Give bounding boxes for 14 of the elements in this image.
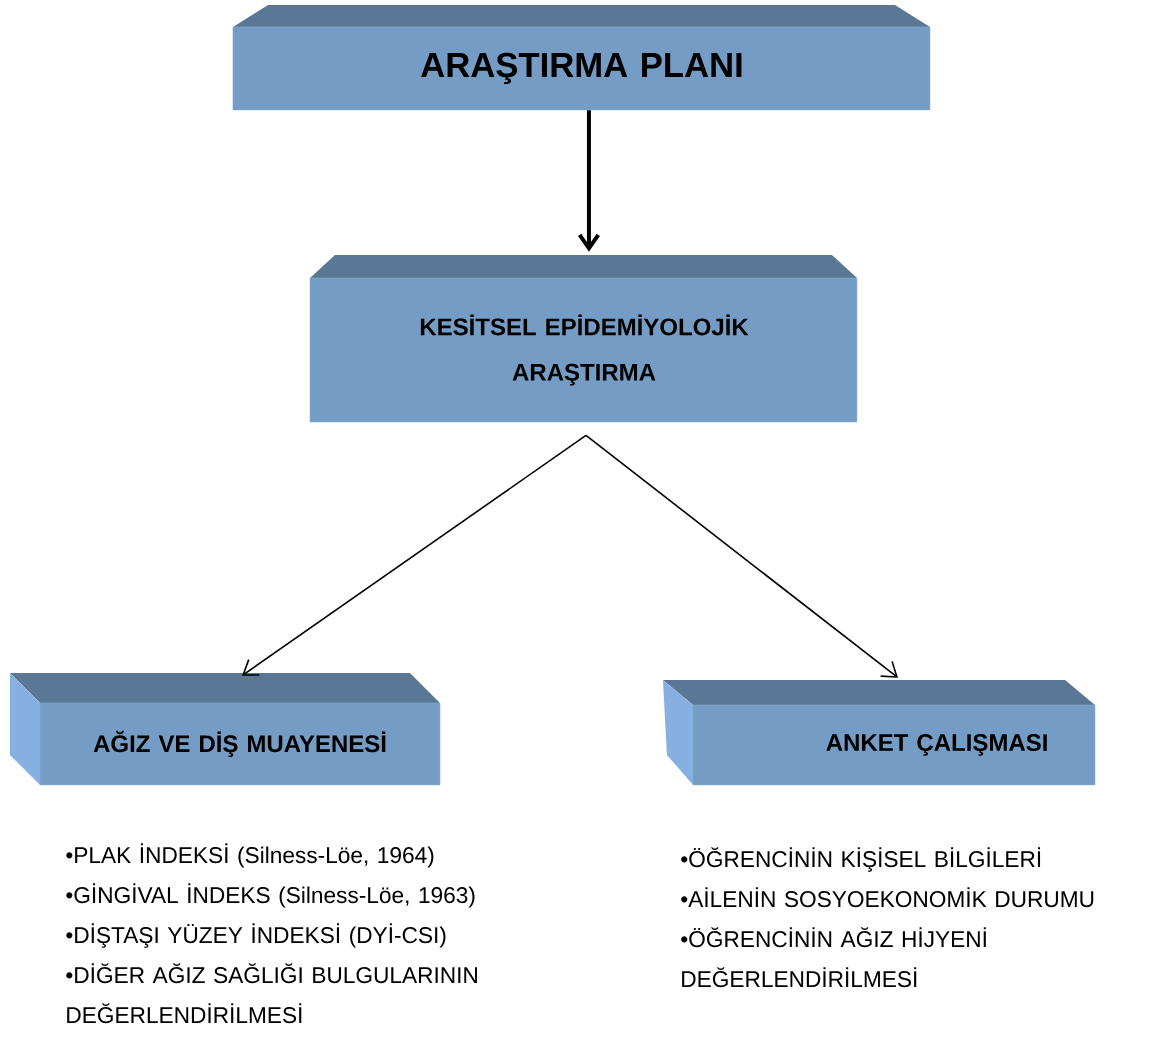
box-3d: ANKET ÇALIŞMASI — [662, 679, 1096, 786]
bullet-item: •ÖĞRENCİNİN KİŞİSEL BİLGİLERİ — [681, 847, 1041, 872]
bullet-item: •DİŞTAŞI YÜZEY İNDEKSİ (DYİ-CSI) — [66, 923, 446, 948]
arrow — [242, 434, 587, 676]
arrow — [585, 434, 898, 678]
bullet-item: •GİNGİVAL İNDEKS (Silness-Löe, 1963) — [66, 883, 475, 908]
arrow — [577, 110, 600, 252]
bullet-item: •PLAK İNDEKSİ (Silness-Löe, 1964) — [66, 843, 434, 868]
box-3d: KESİTSEL EPİDEMİYOLOJİK ARAŞTIRMA — [309, 255, 858, 423]
bullet-item: •ÖĞRENCİNİN AĞIZ HİJYENİ DEĞERLENDİRİLMESİ — [681, 927, 986, 988]
box-3d: AĞIZ VE DİŞ MUAYENESİ — [10, 673, 441, 786]
bullet-item: •AİLENİN SOSYOEKONOMİK DURUMU — [681, 887, 1094, 908]
box-3d: ARAŞTIRMA PLANI — [232, 5, 931, 111]
bullet-item: •DİĞER AĞIZ SAĞLIĞI BULGULARININ DEĞERLENDİRİLMESİ — [66, 963, 477, 1024]
